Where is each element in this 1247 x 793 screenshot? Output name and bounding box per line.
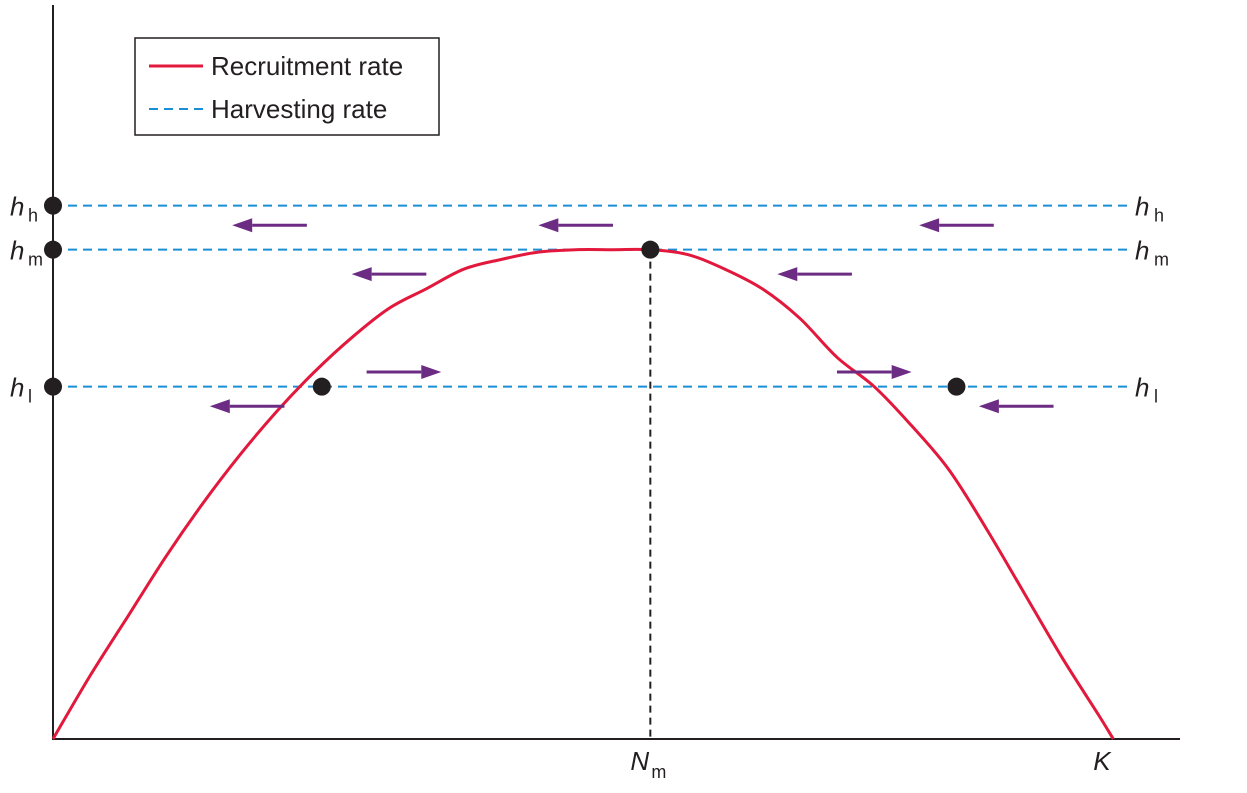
equilibrium-point-4 bbox=[312, 377, 331, 396]
x-tick-label-0: N bbox=[630, 746, 649, 776]
legend-label-recruitment: Recruitment rate bbox=[211, 51, 403, 81]
y-tick-label-left-1: h bbox=[10, 236, 24, 266]
arrow-head-8 bbox=[978, 399, 999, 414]
y-tick-sub-right-0: h bbox=[1154, 206, 1164, 226]
y-tick-sub-left-2: l bbox=[28, 387, 32, 407]
legend: Recruitment rate Harvesting rate bbox=[134, 37, 440, 136]
equilibrium-point-1 bbox=[44, 240, 62, 259]
y-tick-label-left-0: h bbox=[10, 192, 24, 222]
x-tick-sub-0: m bbox=[651, 762, 666, 782]
equilibrium-point-3 bbox=[641, 240, 660, 259]
equilibrium-points bbox=[44, 196, 966, 396]
arrow-head-0 bbox=[232, 218, 253, 233]
harvesting-lines bbox=[53, 204, 1130, 388]
arrow-head-7 bbox=[209, 399, 230, 414]
y-tick-sub-right-1: m bbox=[1154, 250, 1169, 270]
equilibrium-point-0 bbox=[44, 196, 62, 215]
arrow-head-2 bbox=[919, 218, 940, 233]
y-tick-sub-right-2: l bbox=[1154, 387, 1158, 407]
arrow-head-5 bbox=[421, 365, 442, 379]
y-tick-label-right-0: h bbox=[1135, 192, 1149, 222]
arrows-group bbox=[209, 218, 1054, 414]
equilibrium-point-5 bbox=[947, 377, 966, 396]
arrow-head-3 bbox=[351, 267, 372, 282]
arrow-head-4 bbox=[777, 267, 798, 282]
equilibrium-point-2 bbox=[44, 377, 62, 396]
y-tick-label-right-2: h bbox=[1135, 373, 1149, 403]
y-tick-label-left-2: h bbox=[10, 373, 24, 403]
y-tick-sub-left-0: h bbox=[28, 206, 38, 226]
legend-label-harvesting: Harvesting rate bbox=[211, 94, 387, 124]
y-tick-sub-left-1: m bbox=[28, 250, 43, 270]
recruitment-curve bbox=[51, 247, 1115, 740]
arrow-head-6 bbox=[891, 365, 912, 379]
legend-box bbox=[134, 37, 440, 136]
arrow-head-1 bbox=[538, 218, 559, 233]
x-tick-label-1: K bbox=[1093, 746, 1112, 776]
y-tick-label-right-1: h bbox=[1135, 236, 1149, 266]
